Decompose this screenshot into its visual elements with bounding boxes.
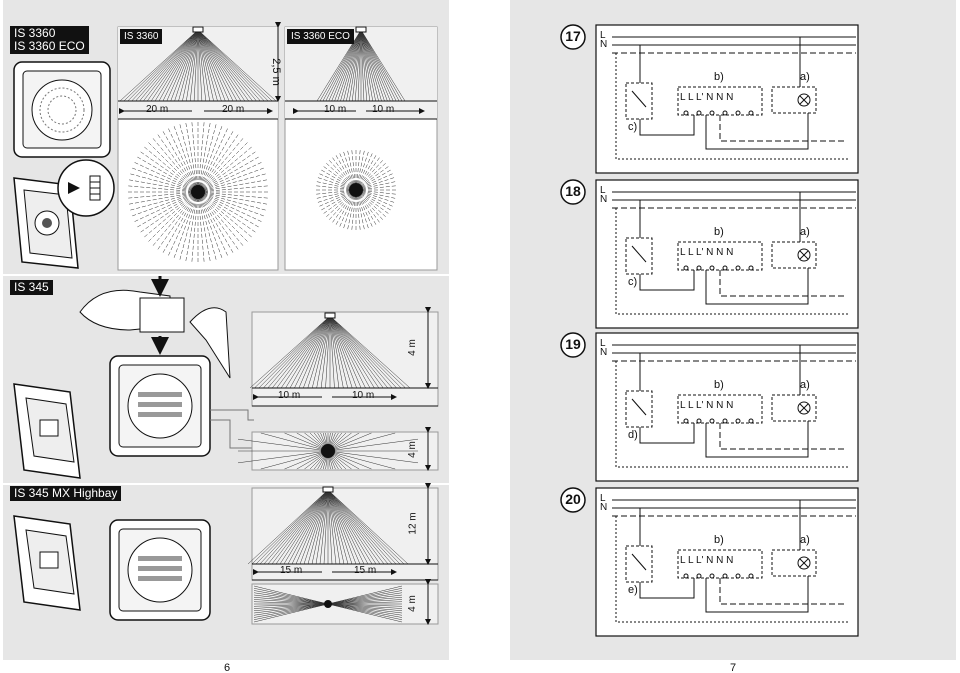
is345-dist-left: 10 m <box>278 390 301 401</box>
is345mx-dist-left: 15 m <box>280 565 303 576</box>
is345mx-side-panel <box>247 483 439 581</box>
is345-dist-right: 10 m <box>352 390 375 401</box>
diagram-17-number: 17 <box>565 28 581 44</box>
is3360-zoom-detail <box>57 159 115 217</box>
is345-height-top: 4 m <box>406 441 418 458</box>
is345-side-panel <box>249 307 439 407</box>
is345-hand-illustration <box>79 276 231 379</box>
is3360-panel-title: IS 3360 <box>120 29 163 44</box>
is3360-device-front <box>13 61 111 158</box>
diagram-20-switch-label: e) <box>628 584 638 596</box>
is3360-panel <box>117 22 281 271</box>
diagram-17-neutral-label: N <box>600 39 608 50</box>
is345-device-perspective <box>13 383 81 479</box>
diagram-18-terminals: L L L' N N N <box>680 247 734 258</box>
diagram-17-lamp-label: a) <box>800 71 810 83</box>
diagram-18-number: 18 <box>565 183 581 199</box>
diagram-17-switch-label: c) <box>628 121 638 133</box>
diagram-19-neutral-label: N <box>600 347 608 358</box>
is345mx-top-panel <box>251 579 439 625</box>
is345mx-device-perspective <box>13 515 81 611</box>
diagram-19-number: 19 <box>565 336 581 352</box>
is345mx-label: IS 345 MX Highbay <box>14 486 118 500</box>
diagram-17-live-label: L <box>600 30 606 41</box>
is345-height-side: 4 m <box>406 339 418 356</box>
is3360eco-dist-left: 10 m <box>324 104 347 115</box>
is345-device-front <box>109 355 211 457</box>
diagram-18-live-label: L <box>600 185 606 196</box>
page-number-right: 7 <box>729 662 737 673</box>
is345mx-height-top: 4 m <box>406 595 418 612</box>
is3360-section-label: IS 3360 IS 3360 ECO <box>10 26 89 54</box>
diagram-19-live-label: L <box>600 338 606 349</box>
is3360-dist-right: 20 m <box>222 104 245 115</box>
page-number-left: 6 <box>223 662 231 673</box>
diagram-17-terminals: L L L' N N N <box>680 92 734 103</box>
is345mx-dist-right: 15 m <box>354 565 377 576</box>
diagram-20-module-label: b) <box>714 534 724 546</box>
is3360-dist-left: 20 m <box>146 104 169 115</box>
is3360eco-panel <box>284 26 438 271</box>
is345-label: IS 345 <box>14 280 49 294</box>
is3360-height-label: 2,5 m <box>269 58 282 86</box>
is3360-label-line1: IS 3360 <box>14 26 56 40</box>
diagram-19-terminals: L L L' N N N <box>680 400 734 411</box>
is3360-label-line2: IS 3360 ECO <box>14 39 85 53</box>
is345mx-device-front <box>109 519 211 621</box>
diagram-19-module-label: b) <box>714 379 724 391</box>
is345-top-panel <box>237 427 439 471</box>
diagram-19-switch-label: d) <box>628 429 638 441</box>
is345-section-label: IS 345 <box>10 280 53 295</box>
diagram-18-neutral-label: N <box>600 194 608 205</box>
diagram-20-terminals: L L L' N N N <box>680 555 734 566</box>
diagram-20-live-label: L <box>600 493 606 504</box>
diagram-18-switch-label: c) <box>628 276 638 288</box>
is3360eco-dist-right: 10 m <box>372 104 395 115</box>
diagram-20-number: 20 <box>565 491 581 507</box>
diagram-19-lamp-label: a) <box>800 379 810 391</box>
is345mx-section-label: IS 345 MX Highbay <box>10 486 122 501</box>
is3360eco-panel-title: IS 3360 ECO <box>287 29 354 44</box>
is345mx-height-side: 12 m <box>407 512 419 535</box>
diagram-20-neutral-label: N <box>600 502 608 513</box>
diagram-18-lamp-label: a) <box>800 226 810 238</box>
diagram-20-lamp-label: a) <box>800 534 810 546</box>
diagram-17-module-label: b) <box>714 71 724 83</box>
diagram-18-module-label: b) <box>714 226 724 238</box>
